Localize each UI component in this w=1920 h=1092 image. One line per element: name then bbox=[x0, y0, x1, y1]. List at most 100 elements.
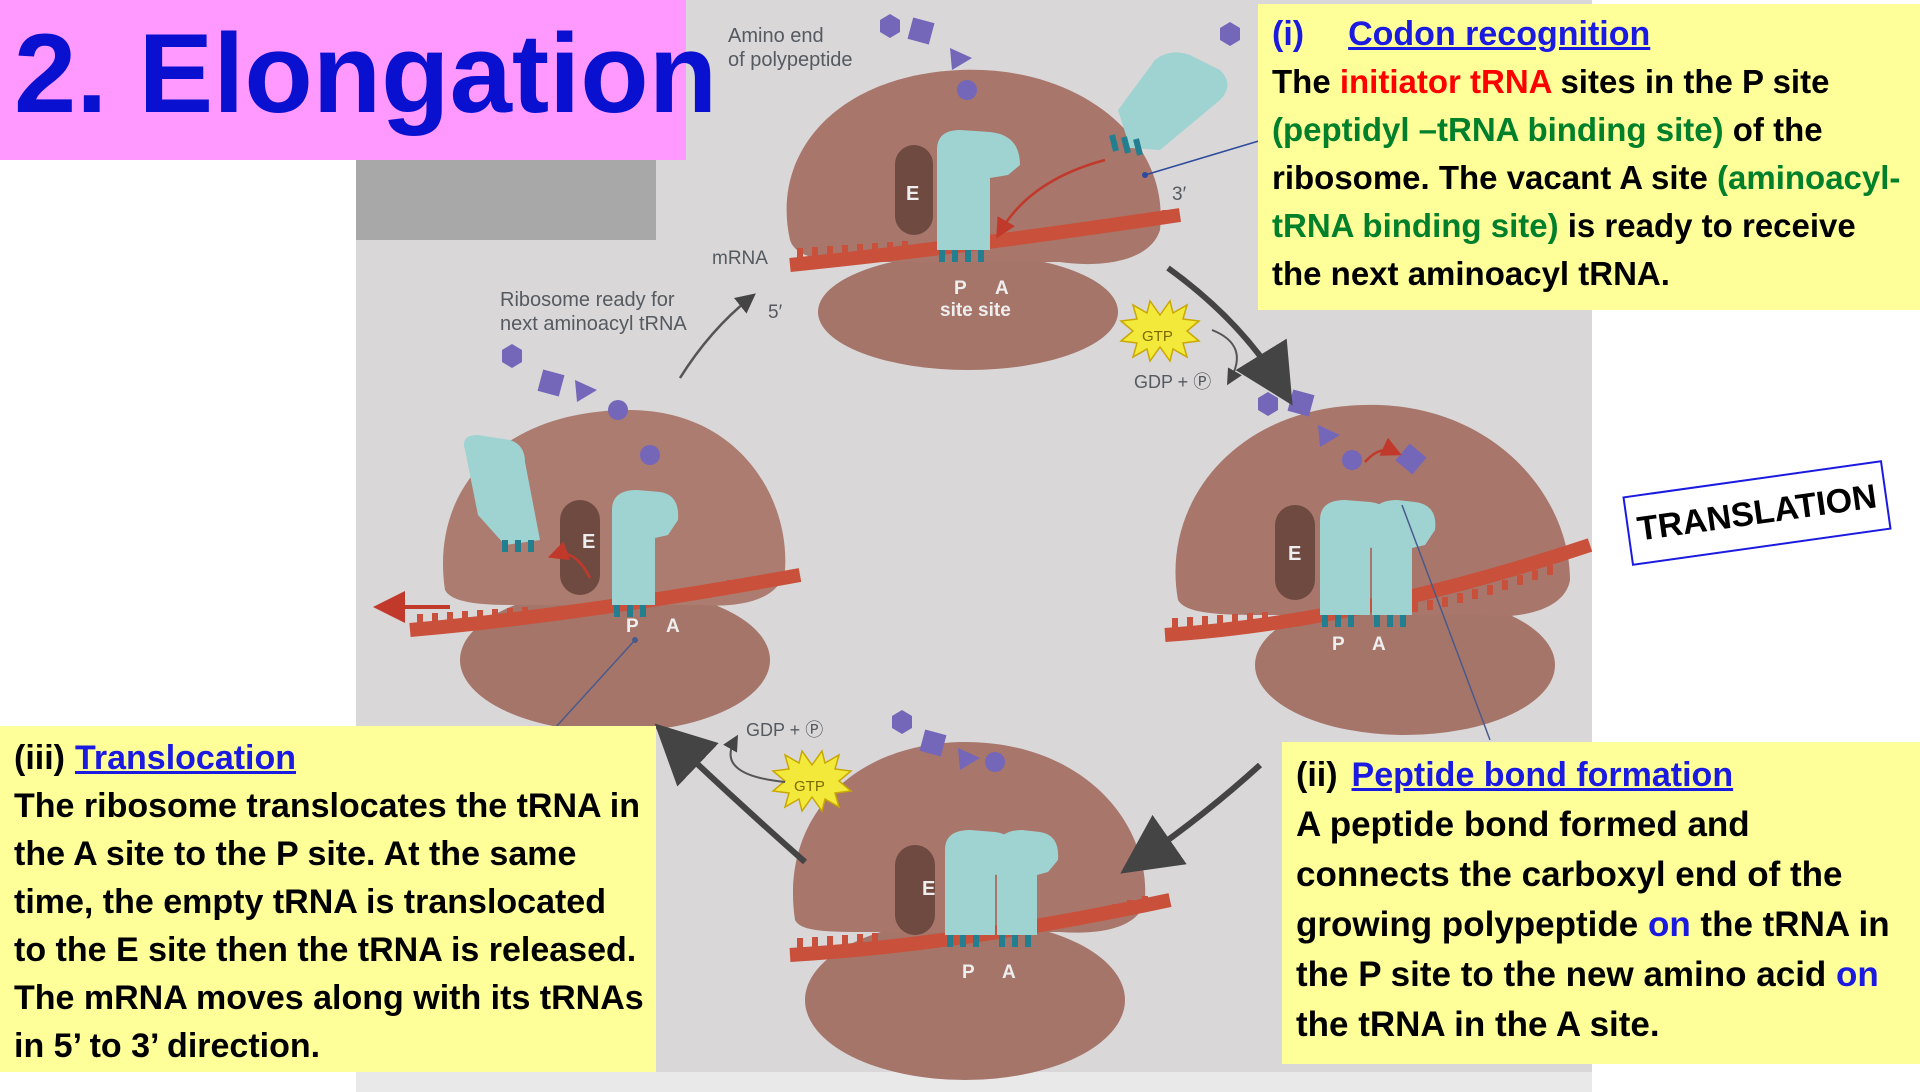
gtp-burst-right bbox=[1119, 299, 1201, 363]
gtp-curve-bottom bbox=[723, 734, 786, 783]
label-site-p-bottom: P bbox=[962, 962, 975, 983]
label-five-prime: 5′ bbox=[768, 302, 783, 323]
label-site-e-left: E bbox=[582, 531, 595, 553]
callout-1-text-initiator: initiator tRNA bbox=[1339, 63, 1552, 100]
pointer-line-peptide bbox=[1401, 504, 1491, 741]
callout-2-text-on-1: on bbox=[1647, 905, 1691, 944]
amino-acid-hexagon bbox=[880, 14, 900, 38]
trna-incoming-anticodon bbox=[1109, 134, 1143, 156]
amino-acid-triangle bbox=[575, 380, 597, 402]
pointer-line-translocation bbox=[554, 639, 636, 729]
callout-3-body: The ribosome translocates the tRNA in th… bbox=[14, 787, 644, 1065]
callout-3-heading: (iii)Translocation bbox=[14, 734, 646, 782]
exit-arrow bbox=[547, 541, 592, 579]
label-site-words: site site bbox=[940, 300, 1011, 321]
trna-a-site bbox=[997, 830, 1059, 935]
callout-2-text-c: the tRNA in the A site. bbox=[1296, 1005, 1660, 1044]
small-subunit bbox=[818, 254, 1118, 370]
label-site-p-right: P bbox=[1332, 634, 1345, 655]
anticodons bbox=[1322, 615, 1406, 627]
callout-1-text-aminoacyl: (aminoacyl-tRNA binding site) bbox=[1272, 159, 1901, 244]
trna-incoming bbox=[1118, 52, 1228, 150]
callout-codon-recognition: (i) Codon recognition The initiator tRNA … bbox=[1258, 4, 1920, 310]
label-three-prime: 3′ bbox=[1172, 184, 1187, 205]
peptide-bond-arrow bbox=[1364, 437, 1402, 463]
label-site-e-bottom: E bbox=[922, 878, 935, 900]
slide-title: 2. Elongation bbox=[14, 11, 718, 136]
ribosome-top bbox=[786, 14, 1240, 370]
callout-3-heading-link[interactable]: Translocation bbox=[74, 739, 297, 777]
label-amino-end-2: of polypeptide bbox=[728, 49, 853, 71]
callout-2-body: A peptide bond formed and connects the c… bbox=[1296, 800, 1908, 1050]
amino-acid-bead bbox=[1342, 450, 1362, 470]
mrna-strand bbox=[409, 568, 802, 637]
pointer-dot-translocation bbox=[632, 637, 638, 643]
amino-acid-triangle bbox=[950, 48, 972, 70]
amino-acid-square bbox=[907, 17, 935, 45]
label-gdp-right: GDP + Ⓟ bbox=[1134, 372, 1211, 392]
label-amino-end-1: Amino end bbox=[728, 25, 824, 47]
amino-acid-new bbox=[1395, 443, 1427, 475]
callout-1-text-c: of the ribosome. The vacant A site bbox=[1272, 111, 1823, 196]
amino-acid-hexagon bbox=[1258, 392, 1278, 416]
callout-1-text-b: sites in the P site bbox=[1551, 63, 1830, 100]
ribosome-left bbox=[373, 344, 802, 732]
small-subunit bbox=[460, 588, 770, 732]
callout-1-heading-link[interactable]: Codon recognition bbox=[1348, 15, 1651, 53]
cycle-arrow-left-top bbox=[678, 293, 756, 379]
callout-3-number: (iii) bbox=[14, 739, 65, 777]
ribosome-right bbox=[1164, 389, 1593, 735]
callout-2-text-a: A peptide bond formed and connects the c… bbox=[1296, 805, 1843, 944]
trna-entry-arrow bbox=[996, 158, 1106, 239]
label-gdp-bottom: GDP + Ⓟ bbox=[746, 720, 823, 740]
pointer-line-a-site bbox=[1144, 139, 1263, 176]
mrna-teeth bbox=[797, 210, 1168, 258]
amino-acid-bead bbox=[957, 80, 977, 100]
label-gtp-bottom: GTP bbox=[794, 778, 825, 795]
callout-2-text-on-2: on bbox=[1836, 955, 1879, 994]
trna-a-site bbox=[1372, 500, 1436, 615]
callout-2-text-b: the tRNA in the P site to the new amino … bbox=[1296, 905, 1890, 994]
label-site-p-left: P bbox=[626, 616, 639, 637]
e-site-tunnel bbox=[560, 500, 600, 595]
small-subunit bbox=[805, 920, 1125, 1080]
callout-translocation: (iii)Translocation The ribosome transloc… bbox=[0, 726, 656, 1072]
amino-acid-bead bbox=[985, 752, 1005, 772]
callout-1-text-d: is ready to receive the next aminoacyl t… bbox=[1272, 207, 1856, 292]
label-gtp-right: GTP bbox=[1142, 328, 1173, 345]
label-ready-2: next aminoacyl tRNA bbox=[500, 313, 687, 335]
callout-peptide-bond: (ii)Peptide bond formation A peptide bon… bbox=[1282, 742, 1920, 1064]
gtp-burst-bottom bbox=[771, 749, 853, 813]
gray-patch bbox=[356, 160, 656, 240]
callout-2-heading-link[interactable]: Peptide bond formation bbox=[1351, 756, 1734, 794]
mrna-teeth bbox=[1172, 565, 1553, 628]
amino-acid-incoming bbox=[1220, 22, 1240, 46]
amino-acid-triangle bbox=[958, 748, 980, 770]
amino-acid-hexagon bbox=[892, 710, 912, 734]
label-site-a-left: A bbox=[666, 616, 680, 637]
cycle-arrow-right-bottom bbox=[1120, 762, 1263, 874]
trna-p-site bbox=[937, 130, 1020, 250]
callout-1-heading: (i) Codon recognition bbox=[1272, 10, 1910, 58]
callout-1-number: (i) bbox=[1272, 15, 1305, 53]
pointer-dot-a-site bbox=[1142, 172, 1148, 178]
small-subunit bbox=[1255, 595, 1555, 735]
photo-bottom-strip bbox=[356, 1072, 1592, 1092]
label-site-e-right: E bbox=[1288, 543, 1301, 565]
e-site-tunnel bbox=[1275, 505, 1315, 600]
callout-1-body: The initiator tRNA sites in the P site (… bbox=[1272, 58, 1910, 298]
label-site-p-top: P bbox=[954, 278, 967, 299]
amino-acid-bead-2 bbox=[608, 400, 628, 420]
e-site-tunnel bbox=[895, 145, 933, 235]
callout-2-heading: (ii)Peptide bond formation bbox=[1296, 750, 1908, 800]
trna-exiting bbox=[463, 435, 540, 545]
anticodons bbox=[502, 540, 646, 617]
callout-1-text-a: The bbox=[1272, 63, 1340, 100]
cycle-arrow-bottom-left bbox=[654, 723, 807, 865]
label-mrna: mRNA bbox=[712, 248, 768, 269]
amino-acid-square bbox=[537, 369, 565, 397]
amino-acid-hexagon bbox=[502, 344, 522, 368]
label-site-a-right: A bbox=[1372, 634, 1386, 655]
label-ready-1: Ribosome ready for bbox=[500, 289, 675, 311]
